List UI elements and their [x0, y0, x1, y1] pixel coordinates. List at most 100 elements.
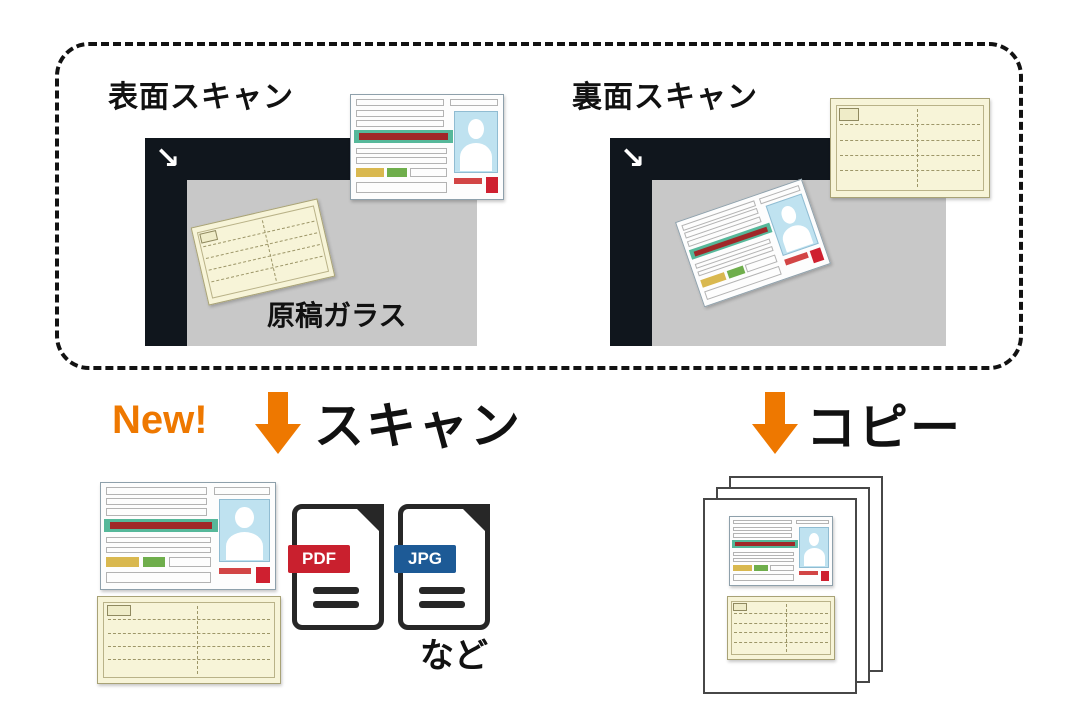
license-bottom-row [106, 572, 211, 583]
pdf-label-banner: PDF [288, 545, 350, 573]
license-bottom-row [733, 574, 795, 581]
license-field-row [106, 537, 211, 544]
down-arrow-copy-icon [752, 392, 798, 456]
dashed-rule-vertical [197, 606, 199, 674]
person-silhouette-torso [226, 531, 263, 561]
license-green-cell [142, 557, 166, 567]
license-red-text-bar [799, 571, 818, 576]
down-arrow-scan-icon [255, 392, 301, 456]
dashed-rule [203, 221, 315, 248]
license-red-text-bar [219, 567, 251, 575]
back-scan-title: 裏面スキャン [572, 81, 758, 114]
arrow-head [752, 424, 798, 454]
jpg-label-banner: JPG [394, 545, 456, 573]
license-photo [799, 527, 829, 568]
license-validity-text-bar [110, 522, 212, 529]
printed-license-front [729, 516, 833, 586]
license-back-table [835, 104, 985, 192]
document-text-line [419, 601, 465, 608]
dashed-rule [107, 619, 271, 621]
person-silhouette-head [779, 204, 798, 226]
license-table-cell [410, 167, 447, 178]
license-back-table [731, 600, 831, 656]
license-field-row [106, 487, 208, 495]
dashed-rule [206, 232, 318, 260]
dashed-rule [734, 641, 828, 643]
license-red-stamp [255, 566, 270, 583]
scan-output-label: スキャン [314, 398, 522, 454]
license-gold-cell [355, 167, 385, 178]
license-field-row [106, 508, 208, 516]
license-number-box [449, 99, 499, 107]
dashed-rule [211, 256, 323, 283]
license-photo [219, 498, 270, 563]
document-text-line [313, 601, 359, 608]
dashed-rule-vertical [917, 109, 919, 187]
arrow-head [255, 424, 301, 454]
license-field-row [733, 526, 793, 532]
license-field-row [733, 551, 795, 556]
document-glass-label: 原稿ガラス [267, 300, 407, 331]
license-red-stamp [820, 570, 829, 581]
dashed-rule [107, 659, 271, 661]
copy-page-front [703, 498, 857, 694]
license-red-text-bar [454, 178, 482, 185]
dashed-rule [107, 632, 271, 634]
dashed-rule-vertical [785, 603, 787, 653]
license-validity-band [354, 130, 453, 143]
person-silhouette-head [808, 532, 820, 547]
folded-corner-icon [458, 504, 490, 536]
license-field-row [733, 533, 793, 539]
license-field-row [355, 109, 444, 117]
pdf-file-icon: PDF [288, 504, 384, 630]
license-field-row [733, 557, 795, 562]
jpg-file-icon: JPG [394, 504, 490, 630]
license-table-cell [769, 564, 795, 571]
arrow-shaft [268, 392, 288, 424]
license-red-stamp [486, 177, 499, 193]
license-validity-text-bar [735, 542, 795, 547]
license-red-stamp [809, 246, 825, 263]
license-front-card [350, 94, 504, 200]
license-validity-band [104, 519, 218, 532]
license-validity-text-bar [358, 133, 448, 140]
license-field-row [106, 497, 208, 506]
license-field-row [355, 157, 447, 164]
scan-result-back-image [97, 596, 281, 684]
scanner-steps-panel [55, 42, 1023, 370]
new-badge: New! [112, 398, 208, 442]
dashed-rule [839, 124, 981, 126]
person-silhouette-torso [779, 221, 814, 253]
license-table-cell [168, 557, 211, 567]
person-silhouette-head [235, 507, 254, 529]
license-back-card [830, 98, 990, 198]
license-field-row [106, 546, 211, 553]
license-photo [454, 110, 499, 173]
license-green-cell [387, 167, 408, 178]
license-bottom-row [355, 182, 447, 193]
corner-align-arrow-icon: ↘ [155, 142, 181, 175]
document-text-line [313, 587, 359, 594]
license-back-remarks-box [733, 602, 748, 611]
document-text-line [419, 587, 465, 594]
printed-license-back [727, 596, 835, 660]
license-gold-cell [733, 564, 753, 571]
license-field-row [355, 119, 444, 128]
corner-align-arrow-icon: ↘ [620, 142, 646, 175]
arrow-shaft [765, 392, 785, 424]
dashed-rule [734, 632, 828, 634]
folded-corner-icon [352, 504, 384, 536]
license-red-text-bar [784, 252, 809, 266]
license-back-table [103, 602, 275, 678]
license-field-row [355, 99, 444, 107]
dashed-rule [734, 622, 828, 624]
dashed-rule [839, 154, 981, 156]
license-field-row [733, 519, 793, 525]
license-validity-band [732, 540, 799, 549]
person-silhouette-torso [803, 548, 825, 567]
license-number-box [214, 487, 270, 495]
dashed-rule [107, 645, 271, 647]
copy-output-label: コピー [806, 400, 962, 456]
etc-label: など [420, 637, 488, 675]
